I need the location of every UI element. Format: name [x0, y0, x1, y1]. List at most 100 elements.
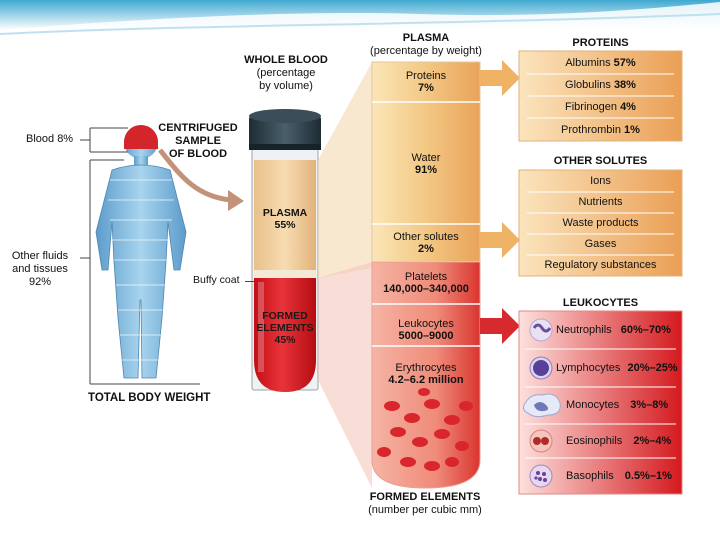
leukocyte-name: Lymphocytes [556, 362, 621, 374]
blood-percent-label: Blood 8% [26, 133, 74, 145]
erythrocytes-count: 4.2–6.2 million [388, 374, 464, 386]
monocyte-icon [523, 393, 561, 418]
proteins-panel-title: PROTEINS [572, 37, 629, 49]
blood-head-highlight [124, 125, 158, 149]
platelets-count: 140,000–340,000 [383, 283, 469, 295]
protein-percent: 38% [613, 79, 636, 91]
protein-percent: 57% [613, 57, 636, 69]
leukocytes-panel-title: LEUKOCYTES [562, 297, 639, 309]
protein-name: Globulins [565, 79, 611, 91]
tube-formed-line-2: ELEMENTS [256, 322, 314, 334]
protein-row: Fibrinogen 4% [519, 101, 682, 114]
plasma-title: PLASMA [402, 32, 450, 44]
centrifuged-line-2: SAMPLE [175, 135, 221, 147]
other-fluids-line-1: Other fluids [11, 250, 69, 262]
plasma-column-title: PLASMA (percentage by weight) [360, 32, 492, 58]
solute-item: Nutrients [578, 196, 623, 208]
other-fluids-line-2: and tissues [12, 263, 68, 275]
solutes-panel [518, 169, 683, 277]
buffy-coat-label: Buffy coat [193, 274, 240, 286]
leukocyte-row: Monocytes 3%–8% [566, 399, 680, 412]
protein-row: Albumins 57% [519, 57, 682, 70]
plasma-column [371, 61, 481, 269]
body-brackets [80, 127, 200, 385]
plasma-proteins-percent: 7% [418, 82, 434, 94]
leukocyte-row: Eosinophils 2%–4% [566, 435, 680, 448]
leukocyte-percent: 2%–4% [633, 435, 672, 447]
centrifuged-line-3: OF BLOOD [168, 148, 228, 160]
other-fluids-label: Other fluids and tissues 92% [8, 250, 72, 289]
plasma-water-percent: 91% [414, 164, 438, 176]
leukocyte-percent: 60%–70% [620, 324, 671, 336]
plasma-solutes-name: Other solutes [393, 231, 459, 243]
solute-item: Waste products [562, 217, 639, 229]
protein-name: Fibrinogen [565, 101, 617, 113]
platelets-name: Platelets [404, 271, 448, 283]
slide-header-decoration [0, 0, 720, 35]
leukocytes-count: 5000–9000 [398, 330, 454, 342]
neutrophil-icon [529, 318, 553, 342]
formed-elements-title: FORMED ELEMENTS [369, 491, 481, 503]
plasma-water-label: Water 91% [372, 152, 480, 176]
leukocyte-name: Monocytes [566, 399, 620, 411]
formed-elements-subtitle: (number per cubic mm) [368, 504, 482, 516]
tube-plasma-percent: 55% [274, 219, 296, 231]
lymphocyte-icon [529, 356, 553, 380]
leukocyte-name: Basophils [566, 470, 614, 482]
leukocyte-name: Eosinophils [566, 435, 623, 447]
protein-percent: 4% [620, 101, 636, 113]
proteins-panel [518, 50, 683, 142]
eosinophil-icon [529, 429, 553, 453]
plasma-subtitle: (percentage by weight) [370, 45, 482, 57]
tube-formed-line-3: 45% [274, 334, 296, 346]
whole-blood-line-3: by volume) [259, 80, 313, 92]
whole-blood-line-2: (percentage [256, 67, 316, 79]
protein-percent: 1% [624, 124, 640, 136]
leukocytes-name: Leukocytes [398, 318, 454, 330]
plasma-proteins-label: Proteins 7% [372, 70, 480, 94]
tube-plasma-label: PLASMA 55% [254, 207, 316, 231]
plasma-solutes-label: Other solutes 2% [372, 231, 480, 255]
platelets-label: Platelets 140,000–340,000 [372, 271, 480, 295]
tube-plasma-title: PLASMA [262, 207, 308, 219]
centrifuged-sample-label: CENTRIFUGED SAMPLE OF BLOOD [150, 122, 246, 161]
leukocytes-count-label: Leukocytes 5000–9000 [372, 318, 480, 342]
centrifuged-line-1: CENTRIFUGED [158, 122, 238, 134]
human-body-figure [95, 125, 187, 379]
formed-elements-caption: FORMED ELEMENTS (number per cubic mm) [350, 491, 500, 517]
leukocyte-icons [523, 318, 561, 488]
leukocyte-percent: 3%–8% [630, 399, 669, 411]
buffy-coat-leader [245, 281, 255, 282]
erythrocytes-label: Erythrocytes 4.2–6.2 million [372, 362, 480, 386]
solute-item: Gases [584, 238, 617, 250]
leukocyte-row: Basophils 0.5%–1% [566, 470, 680, 483]
head-to-tube-arrow [158, 148, 244, 211]
tube-formed-label: FORMED ELEMENTS 45% [250, 310, 320, 346]
other-fluids-line-3: 92% [28, 276, 52, 288]
whole-blood-label: WHOLE BLOOD (percentage by volume) [236, 54, 336, 93]
erythrocytes-name: Erythrocytes [395, 362, 457, 374]
formed-elements-column [371, 261, 481, 489]
panel-arrows [480, 60, 520, 344]
plasma-water-name: Water [411, 152, 441, 164]
solute-item: Ions [590, 175, 611, 187]
basophil-icon [529, 464, 553, 488]
test-tube [249, 109, 321, 392]
protein-name: Albumins [565, 57, 611, 69]
total-body-weight-label: TOTAL BODY WEIGHT [88, 392, 211, 404]
solutes-panel-title: OTHER SOLUTES [553, 155, 648, 167]
tube-formed-line-1: FORMED [262, 310, 308, 322]
plasma-solutes-percent: 2% [418, 243, 434, 255]
leukocyte-row: Neutrophils 60%–70% [556, 324, 680, 337]
plasma-proteins-name: Proteins [405, 70, 447, 82]
solute-item: Regulatory substances [544, 259, 657, 271]
whole-blood-title: WHOLE BLOOD [244, 54, 328, 66]
red-blood-cells [377, 388, 473, 471]
leukocyte-row: Lymphocytes 20%–25% [556, 362, 680, 375]
leukocyte-percent: 0.5%–1% [624, 470, 672, 482]
protein-row: Prothrombin 1% [519, 124, 682, 137]
protein-row: Globulins 38% [519, 79, 682, 92]
leukocyte-name: Neutrophils [556, 324, 612, 336]
